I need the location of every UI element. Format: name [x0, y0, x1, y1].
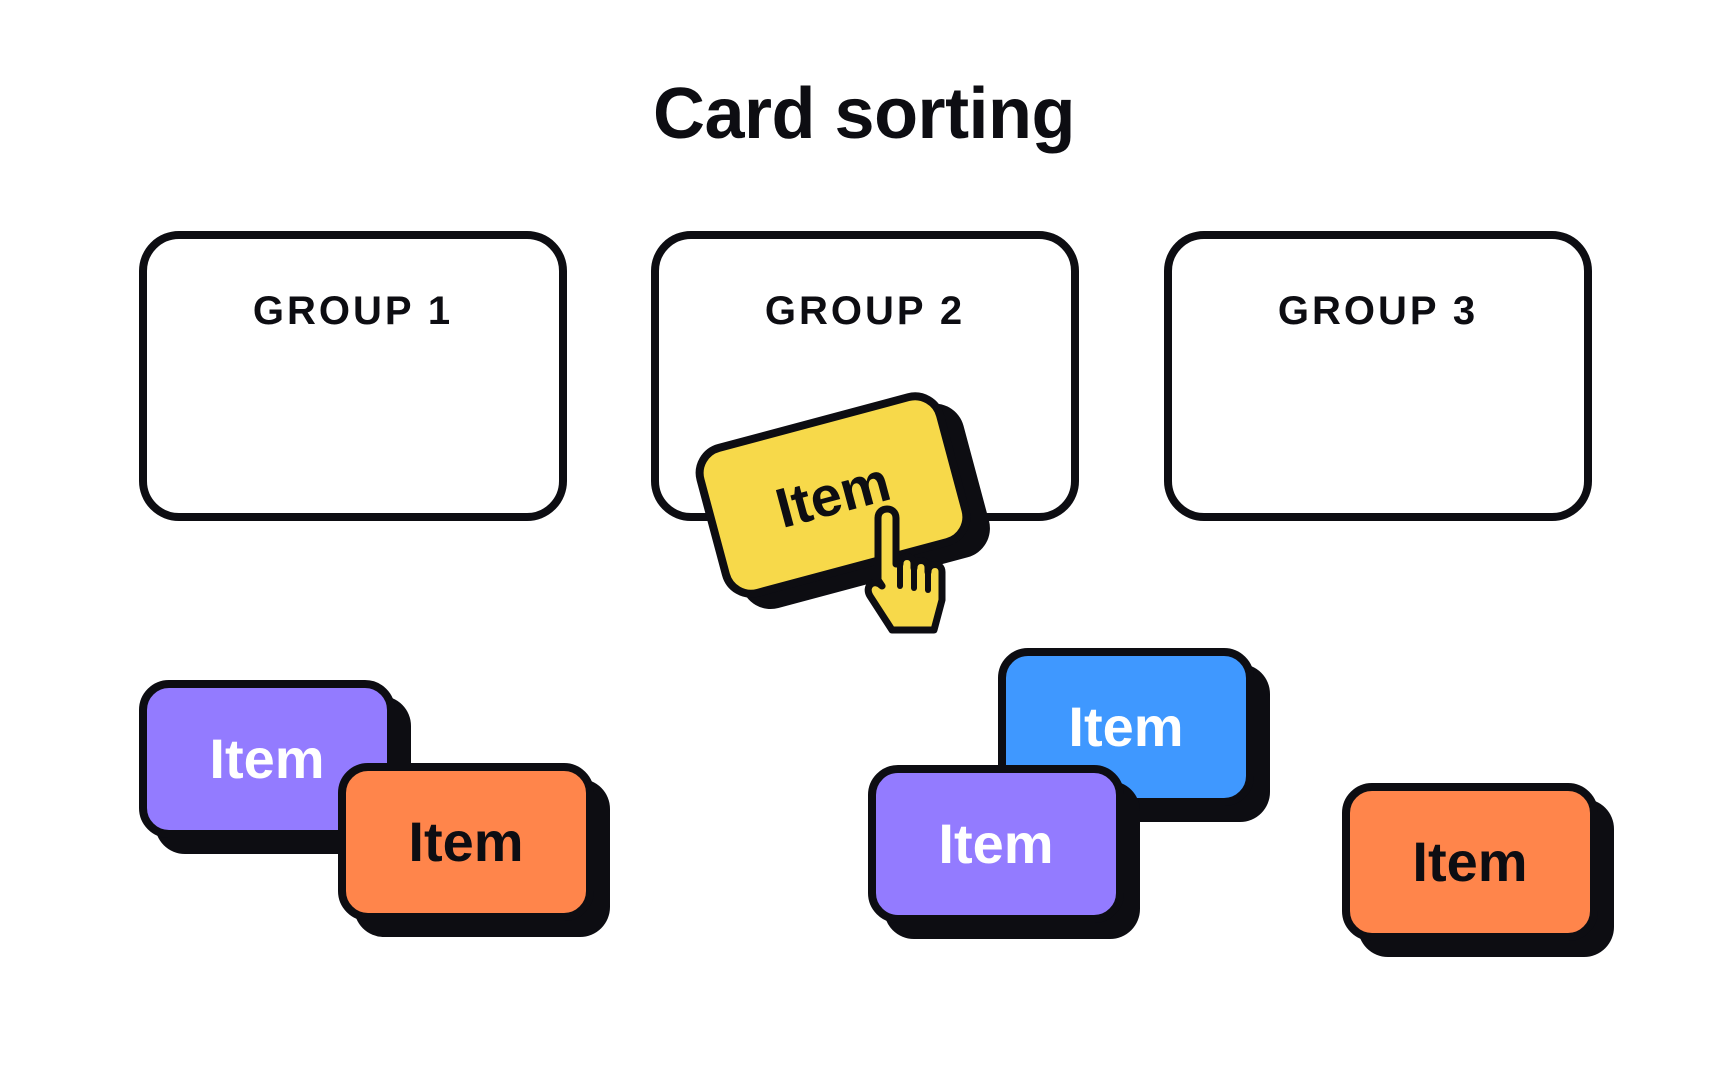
item-card-label: Item [1068, 695, 1184, 758]
group-box-1[interactable]: GROUP 1 [139, 231, 567, 521]
page-title: Card sorting [652, 74, 1076, 154]
group-label: GROUP 3 [1277, 289, 1479, 333]
item-card-label: Item [408, 810, 524, 873]
group-label: GROUP 2 [764, 289, 966, 333]
group-box-3[interactable]: GROUP 3 [1164, 231, 1592, 521]
hand-pointer-icon [864, 505, 946, 634]
item-card-label: Item [938, 812, 1054, 875]
item-card[interactable]: Item [1342, 783, 1598, 941]
item-card-label: Item [1412, 830, 1528, 893]
item-card[interactable]: Item [338, 763, 594, 921]
group-label: GROUP 1 [252, 289, 454, 333]
item-card-label: Item [209, 727, 325, 790]
item-card[interactable]: Item [868, 765, 1124, 923]
